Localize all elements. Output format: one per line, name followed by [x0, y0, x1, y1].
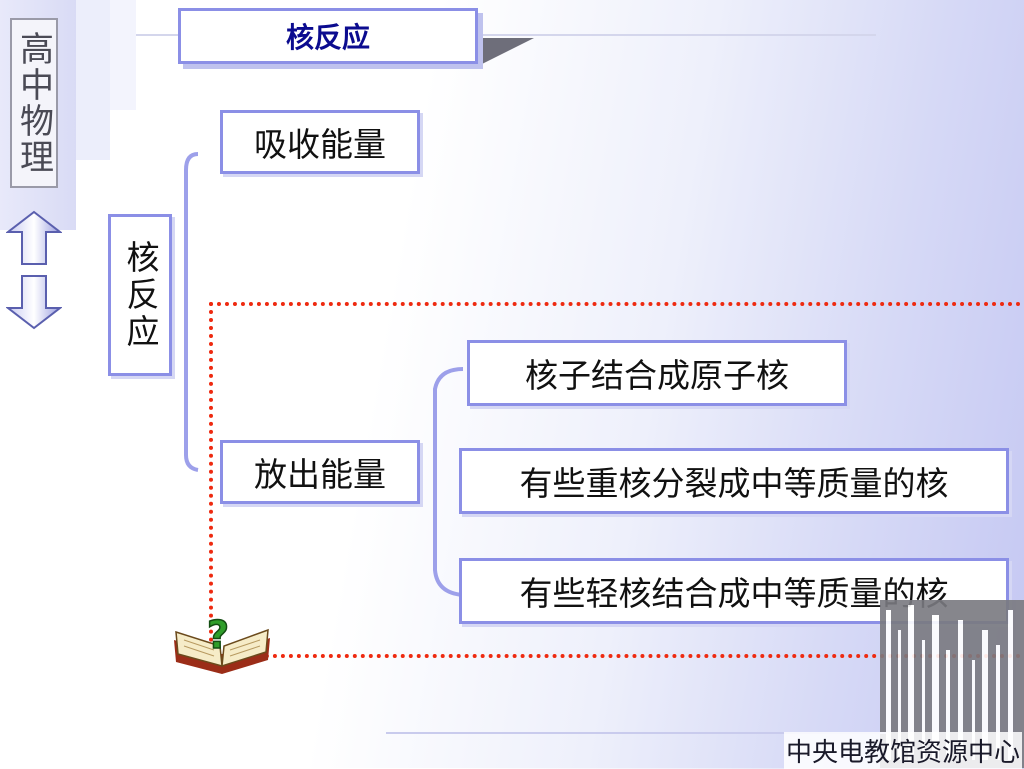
svg-text:?: ? [207, 613, 229, 657]
branch-absorb-energy: 吸收能量 [220, 110, 420, 174]
release-item-1: 核子结合成原子核 [467, 340, 847, 406]
page-title: 核反应 [178, 8, 478, 64]
down-arrow-icon[interactable] [5, 272, 63, 330]
highlight-region [209, 302, 1024, 658]
branch-release-energy: 放出能量 [220, 440, 420, 504]
question-book-icon[interactable]: ? [170, 610, 274, 676]
up-arrow-icon[interactable] [5, 210, 63, 268]
left-decor-strip-2 [76, 0, 110, 160]
root-bracket [184, 152, 199, 472]
root-node: 核反应 [108, 214, 172, 376]
release-item-2: 有些重核分裂成中等质量的核 [459, 448, 1009, 514]
subject-label: 高中物理 [10, 18, 58, 188]
title-rule [136, 34, 876, 36]
left-decor-strip-3 [110, 0, 136, 110]
release-bracket [433, 367, 464, 597]
title-shadow-wedge [478, 36, 538, 68]
footer-source: 中央电教馆资源中心 [783, 732, 1022, 769]
footer-rule [386, 732, 886, 734]
release-item-3: 有些轻核结合成中等质量的核 [459, 558, 1009, 624]
